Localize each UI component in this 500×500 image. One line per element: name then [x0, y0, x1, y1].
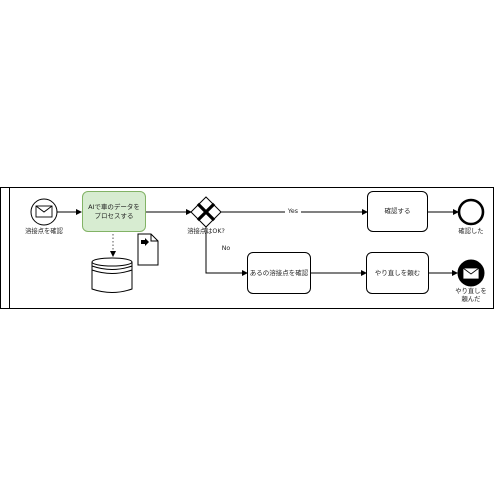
no-flow-label: No [221, 245, 231, 252]
output-arrow-icon [141, 238, 149, 246]
task-ai-process[interactable]: AIで車のデータを プロセスする [82, 191, 146, 232]
task-check-point-label: あるの溶接点を確認 [249, 268, 309, 277]
task-ai-process-line1: AIで車のデータを [88, 202, 140, 211]
data-store[interactable] [91, 257, 133, 293]
pool-header-divider [9, 187, 10, 309]
yes-flow-label: Yes [285, 208, 301, 216]
process-pool [0, 187, 494, 309]
end-redo-label-2: 頼んだ [461, 296, 481, 303]
task-request-redo-label: やり直しを頼む [374, 268, 421, 277]
end-redo-label-1: やり直しを [455, 288, 487, 295]
task-ai-process-line2: プロセスする [94, 211, 134, 220]
task-confirm[interactable]: 確認する [367, 191, 428, 232]
task-check-point[interactable]: あるの溶接点を確認 [247, 252, 311, 294]
envelope-icon [35, 205, 53, 218]
gateway-label: 溶接点はOK? [187, 228, 225, 235]
task-ai-process-text: AIで車のデータを プロセスする [88, 203, 140, 221]
data-object-output[interactable] [137, 233, 159, 266]
x-mark-icon [196, 202, 216, 222]
task-request-redo[interactable]: やり直しを頼む [366, 252, 429, 294]
start-event-message[interactable] [30, 198, 58, 226]
start-event-label: 溶接点を確認 [25, 228, 63, 235]
task-confirm-label: 確認する [384, 207, 411, 215]
envelope-filled-icon [462, 267, 480, 280]
end-event-message[interactable] [457, 259, 485, 287]
exclusive-gateway[interactable] [190, 196, 222, 228]
end-confirmed-label: 確認した [458, 228, 484, 235]
end-event-confirmed[interactable] [457, 198, 485, 226]
